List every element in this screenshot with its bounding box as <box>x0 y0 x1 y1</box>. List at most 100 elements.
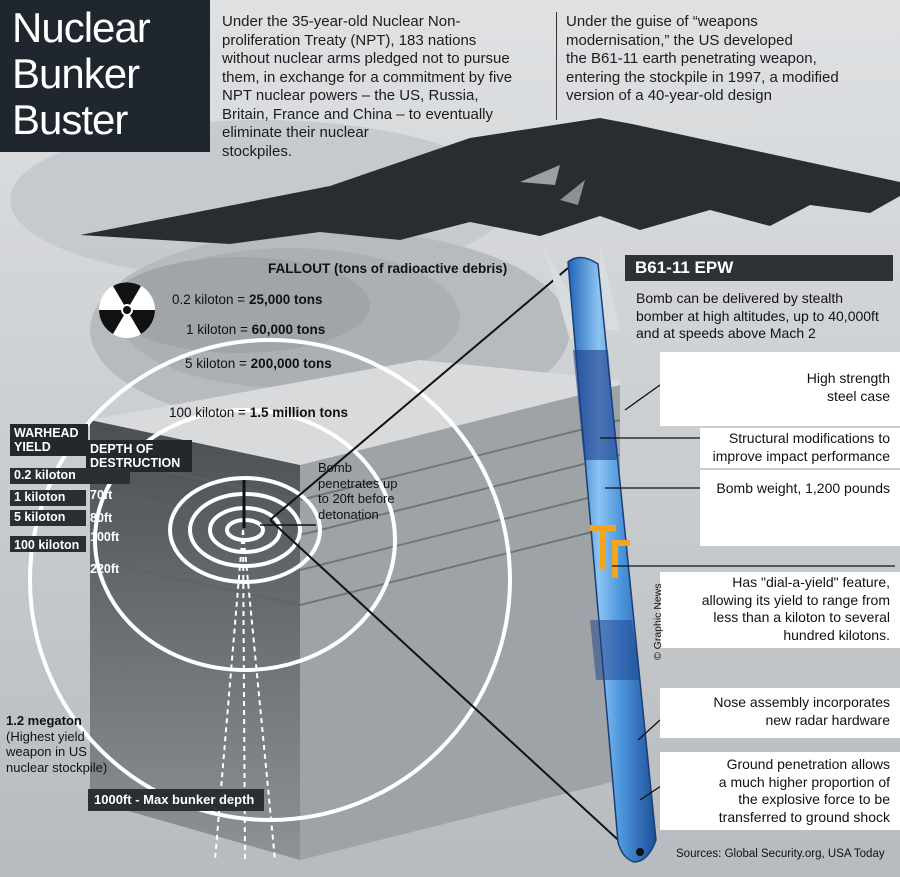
note-line: Bomb <box>318 460 352 475</box>
callout-line: Has "dial-a-yield" feature, <box>732 574 890 590</box>
fallout-disc-1kt <box>110 257 370 353</box>
yield-value: 0.2 kiloton <box>14 468 76 482</box>
bomber-highlight <box>520 165 560 185</box>
b61-heading: B61-11 EPW <box>625 255 893 281</box>
fallout-item: 5 kiloton = 200,000 tons <box>185 356 332 371</box>
intro-line: Under the guise of “weapons <box>566 13 758 30</box>
intro-line: them, in exchange for a commitment by fi… <box>222 68 513 86</box>
fallout-yield: 100 kiloton = <box>169 405 250 420</box>
magnify-line <box>269 519 641 861</box>
yield-row-bg <box>10 490 86 506</box>
desc-line: and at speeds above Mach 2 <box>636 325 816 341</box>
callout-nose-assembly: Nose assembly incorporates new radar har… <box>660 688 900 738</box>
fallout-item: 1 kiloton = 60,000 tons <box>186 322 325 337</box>
intro-line: modernisation,” the US developed <box>566 31 793 49</box>
callout-line: the explosive force to be <box>738 791 890 807</box>
intro-line: without nuclear arms pledged not to purs… <box>222 50 510 67</box>
note-line: detonation <box>318 506 379 522</box>
fallout-item: 100 kiloton = 1.5 million tons <box>169 405 348 420</box>
depth-value: 220ft <box>90 562 120 576</box>
fallout-yield: 1 kiloton = <box>186 322 252 337</box>
callout-line: High strength <box>806 370 890 386</box>
intro-line: the B61-11 earth penetrating weapon, <box>566 50 817 67</box>
depth-header-line: DESTRUCTION <box>90 456 181 470</box>
magnify-line <box>269 267 569 521</box>
callout-line: allowing its yield to range from <box>701 591 890 608</box>
intro-left: Under the 35-year-old Nuclear Non- proli… <box>222 13 512 161</box>
callout-line: new radar hardware <box>765 711 890 728</box>
bomb-penetration-note: Bomb penetrates up to 20ft before detona… <box>318 460 398 522</box>
stealth-bomber <box>80 118 900 244</box>
intro-line: eliminate their nuclear <box>222 124 369 141</box>
fallout-amount: 25,000 tons <box>248 292 323 307</box>
callout-line: a much higher proportion of <box>718 773 890 790</box>
depth-header-line: DEPTH OF <box>90 442 154 456</box>
b61-description: Bomb can be delivered by stealth bomber … <box>636 290 879 343</box>
title-line-3: Buster <box>12 96 128 143</box>
callout-line: Nose assembly incorporates <box>713 694 890 710</box>
depth-value: 80ft <box>90 511 113 525</box>
intro-right: Under the guise of “weapons modernisatio… <box>566 13 839 106</box>
depth-value: 100ft <box>90 530 120 544</box>
intro-line: proliferation Treaty (NPT), 183 nations <box>222 31 477 49</box>
megaton-line: nuclear stockpile) <box>6 759 108 775</box>
intro-line: NPT nuclear powers – the US, Russia, <box>222 87 479 104</box>
max-bunker-depth-label: 1000ft - Max bunker depth <box>88 789 264 811</box>
megaton-value: 1.2 megaton <box>6 713 82 728</box>
title-line-1: Nuclear <box>12 4 151 51</box>
fallout-yield: 0.2 kiloton = <box>172 292 249 307</box>
callout-weight: Bomb weight, 1,200 pounds <box>700 470 900 546</box>
ground-front <box>90 420 300 860</box>
depth-value: 70ft <box>90 488 113 502</box>
desc-line: Bomb can be delivered by stealth <box>636 290 844 306</box>
depth-header: DEPTH OF DESTRUCTION <box>86 440 192 472</box>
callout-line: Structural modifications to <box>728 430 890 446</box>
ground-side <box>300 385 620 860</box>
bomber-highlight <box>560 180 585 205</box>
fallout-amount: 200,000 tons <box>250 356 332 371</box>
yield-value: 100 kiloton <box>14 538 80 552</box>
sources-line: Sources: Global Security.org, USA Today <box>676 848 885 860</box>
intro-line: Britain, France and China – to eventuall… <box>222 105 493 123</box>
megaton-note: 1.2 megaton (Highest yield weapon in US … <box>6 713 107 775</box>
callout-ground-penetration: Ground penetration allows a much higher … <box>660 752 900 830</box>
megaton-line: weapon in US <box>6 744 87 759</box>
graphic-news-credit: © Graphic News <box>652 583 664 660</box>
callout-line: Bomb weight, 1,200 pounds <box>716 480 890 496</box>
fallout-amount: 60,000 tons <box>251 322 326 337</box>
title-block: Nuclear Bunker Buster <box>0 0 210 152</box>
fallout-yield: 5 kiloton = <box>185 356 251 371</box>
fallout-title: FALLOUT (tons of radioactive debris) <box>268 261 507 276</box>
note-line: to 20ft before <box>318 491 395 506</box>
yield-header-line: YIELD <box>14 440 51 454</box>
intro-line: entering the stockpile in 1997, a modifi… <box>566 68 839 86</box>
callout-line: Ground penetration allows <box>726 756 890 772</box>
callout-line: transferred to ground shock <box>718 808 890 825</box>
intro-divider <box>556 12 557 120</box>
yield-row-bg <box>10 536 86 552</box>
penetration-cone <box>214 529 276 861</box>
radiation-icon <box>99 282 155 338</box>
title-line-2: Bunker <box>12 50 140 97</box>
yield-header-line: WARHEAD <box>14 426 79 440</box>
callout-line: steel case <box>826 387 890 404</box>
yield-value: 5 kiloton <box>14 510 66 524</box>
fallout-item: 0.2 kiloton = 25,000 tons <box>172 292 322 307</box>
megaton-line: (Highest yield <box>6 728 85 744</box>
b61-bomb <box>543 245 657 863</box>
callout-line: less than a kiloton to several <box>713 609 890 625</box>
fallout-subtitle: (tons of radioactive debris) <box>330 261 508 276</box>
callout-structural: Structural modifications to improve impa… <box>700 428 900 468</box>
callout-line: hundred kilotons. <box>783 626 890 643</box>
fallout-title-main: FALLOUT <box>268 261 331 276</box>
callout-steel-case: High strength steel case <box>660 352 900 426</box>
callout-line: improve impact performance <box>712 447 890 464</box>
desc-line: bomber at high altitudes, up to 40,000ft <box>636 307 879 324</box>
intro-line: Under the 35-year-old Nuclear Non- <box>222 13 461 30</box>
yield-row-bg <box>10 468 130 484</box>
intro-line: stockpiles. <box>222 142 293 160</box>
yield-row-bg <box>10 510 86 526</box>
yield-value: 1 kiloton <box>14 490 66 504</box>
fallout-amount: 1.5 million tons <box>249 405 348 420</box>
intro-line: version of a 40-year-old design <box>566 87 772 104</box>
